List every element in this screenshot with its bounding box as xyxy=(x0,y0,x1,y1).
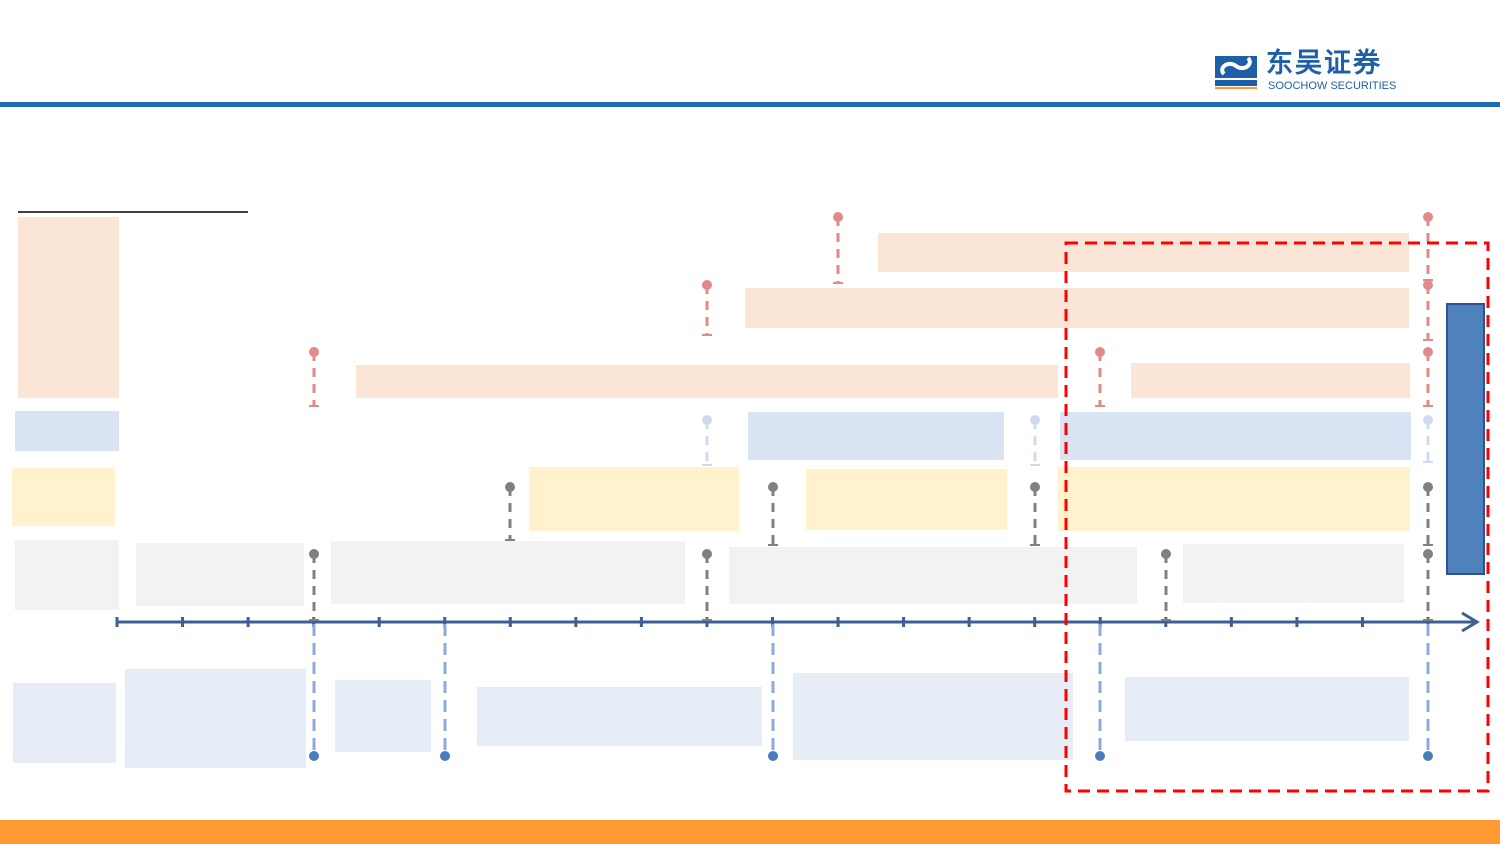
blue-pin-dot xyxy=(768,751,778,761)
cream-box xyxy=(806,469,1007,530)
red-pin-dot xyxy=(309,347,319,357)
gray-box xyxy=(15,540,119,610)
lavender-pin-dot xyxy=(702,415,712,425)
peach-box xyxy=(1131,363,1410,398)
gray-box xyxy=(729,547,1137,604)
gray-box xyxy=(136,543,304,606)
red-pin-dot xyxy=(1423,280,1433,290)
lavender-box xyxy=(1060,412,1411,460)
blue-pin-dot xyxy=(309,751,319,761)
gray-pin-dot xyxy=(768,482,778,492)
cream-box xyxy=(12,468,115,526)
side-label-bar xyxy=(1446,303,1485,575)
lavender-pin-dot xyxy=(1030,415,1040,425)
lavender-box xyxy=(15,411,119,451)
gray-pin-dot xyxy=(1423,549,1433,559)
gray-pin-dot xyxy=(309,549,319,559)
gray-pin-dot xyxy=(505,482,515,492)
pale-blue-box xyxy=(13,683,116,763)
lavender-pin-dot xyxy=(1423,415,1433,425)
peach-box xyxy=(878,233,1409,272)
pale-blue-box xyxy=(335,680,431,752)
pale-blue-box xyxy=(125,669,306,768)
cream-box xyxy=(1058,467,1410,531)
highlight-frame xyxy=(1064,241,1490,793)
logo-mark-icon xyxy=(1215,56,1257,89)
blue-pin-dot xyxy=(1095,751,1105,761)
lavender-box xyxy=(748,412,1004,460)
gray-pin-dot xyxy=(1030,482,1040,492)
header-rule xyxy=(0,102,1500,107)
red-pin-dot xyxy=(1423,212,1433,222)
red-pin-dot xyxy=(1095,347,1105,357)
gray-box xyxy=(1183,544,1404,603)
peach-box xyxy=(356,365,1058,398)
red-pin-dot xyxy=(702,280,712,290)
logo-name-cn: 东吴证券 xyxy=(1266,48,1382,78)
pale-blue-box xyxy=(1125,677,1409,741)
footer-bar xyxy=(0,820,1500,844)
gray-box xyxy=(331,541,685,604)
soochow-securities-logo: 东吴证券 SOOCHOW SECURITIES xyxy=(1214,48,1429,94)
peach-box xyxy=(18,217,119,398)
gray-pin-dot xyxy=(1423,482,1433,492)
red-pin-dot xyxy=(1423,347,1433,357)
cream-box xyxy=(529,467,739,531)
axis-arrow-icon xyxy=(1461,611,1480,633)
gray-pin-dot xyxy=(702,549,712,559)
peach-box xyxy=(745,288,1409,328)
blue-pin-dot xyxy=(1423,751,1433,761)
logo-name-en: SOOCHOW SECURITIES xyxy=(1268,80,1397,92)
blue-pin-dot xyxy=(440,751,450,761)
pale-blue-box xyxy=(477,687,762,746)
red-pin-dot xyxy=(833,212,843,222)
pale-blue-box xyxy=(793,673,1073,760)
gray-pin-dot xyxy=(1161,549,1171,559)
